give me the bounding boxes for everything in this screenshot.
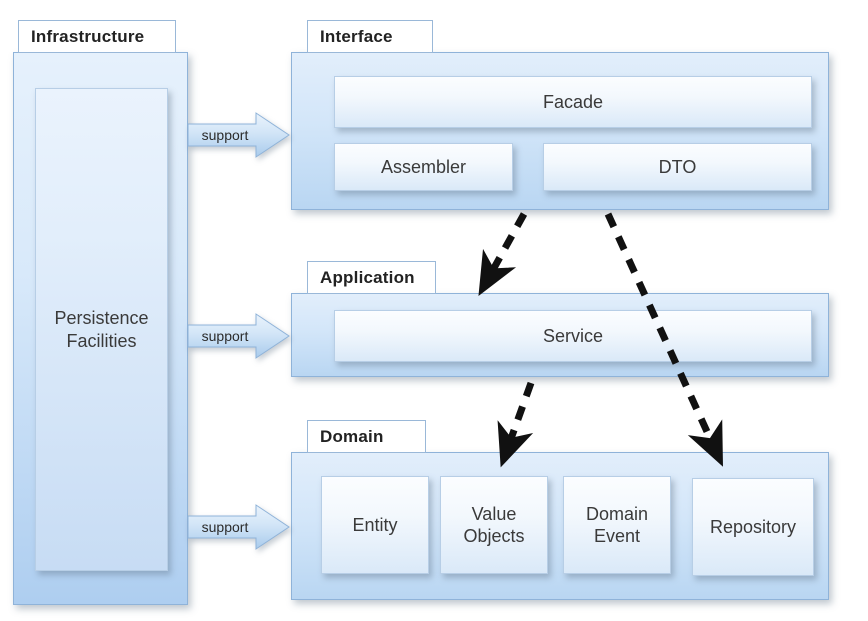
layer-tab-label: Infrastructure — [31, 26, 145, 46]
layer-tab-label: Application — [320, 267, 415, 287]
component-domain-event: Domain Event — [563, 476, 671, 574]
component-label-line2: Objects — [463, 526, 525, 546]
component-label: Facade — [542, 91, 604, 112]
component-label: Service — [542, 325, 604, 346]
component-label-line1: Value — [471, 503, 517, 524]
layer-tab-domain: Domain — [307, 420, 426, 453]
support-arrow-application: support — [187, 312, 290, 360]
component-assembler: Assembler — [334, 143, 513, 191]
layer-tab-application: Application — [307, 261, 436, 294]
component-label: Assembler — [380, 156, 467, 177]
component-persistence-facilities: Persistence Facilities — [35, 88, 168, 571]
component-label: Entity — [352, 514, 398, 535]
component-service: Service — [334, 310, 812, 362]
component-label-line2: Event — [593, 526, 641, 546]
component-value-objects: Value Objects — [440, 476, 548, 574]
component-facade: Facade — [334, 76, 812, 128]
layer-tab-interface: Interface — [307, 20, 433, 53]
component-label: Repository — [709, 516, 797, 537]
component-entity: Entity — [321, 476, 429, 574]
component-label-line2: Facilities — [66, 330, 137, 351]
layer-tab-infrastructure: Infrastructure — [18, 20, 176, 53]
component-repository: Repository — [692, 478, 814, 576]
component-label-line1: Persistence — [54, 308, 149, 328]
component-label: DTO — [658, 156, 697, 177]
dependency-arrow-interface-application — [478, 212, 528, 296]
support-arrow-domain: support — [187, 503, 290, 551]
component-label-line1: Domain — [585, 503, 649, 524]
layer-tab-label: Interface — [320, 26, 393, 46]
dependency-arrow-application-domain — [497, 381, 535, 468]
component-dto: DTO — [543, 143, 812, 191]
support-arrow-interface: support — [187, 111, 290, 159]
layer-tab-label: Domain — [320, 426, 384, 446]
